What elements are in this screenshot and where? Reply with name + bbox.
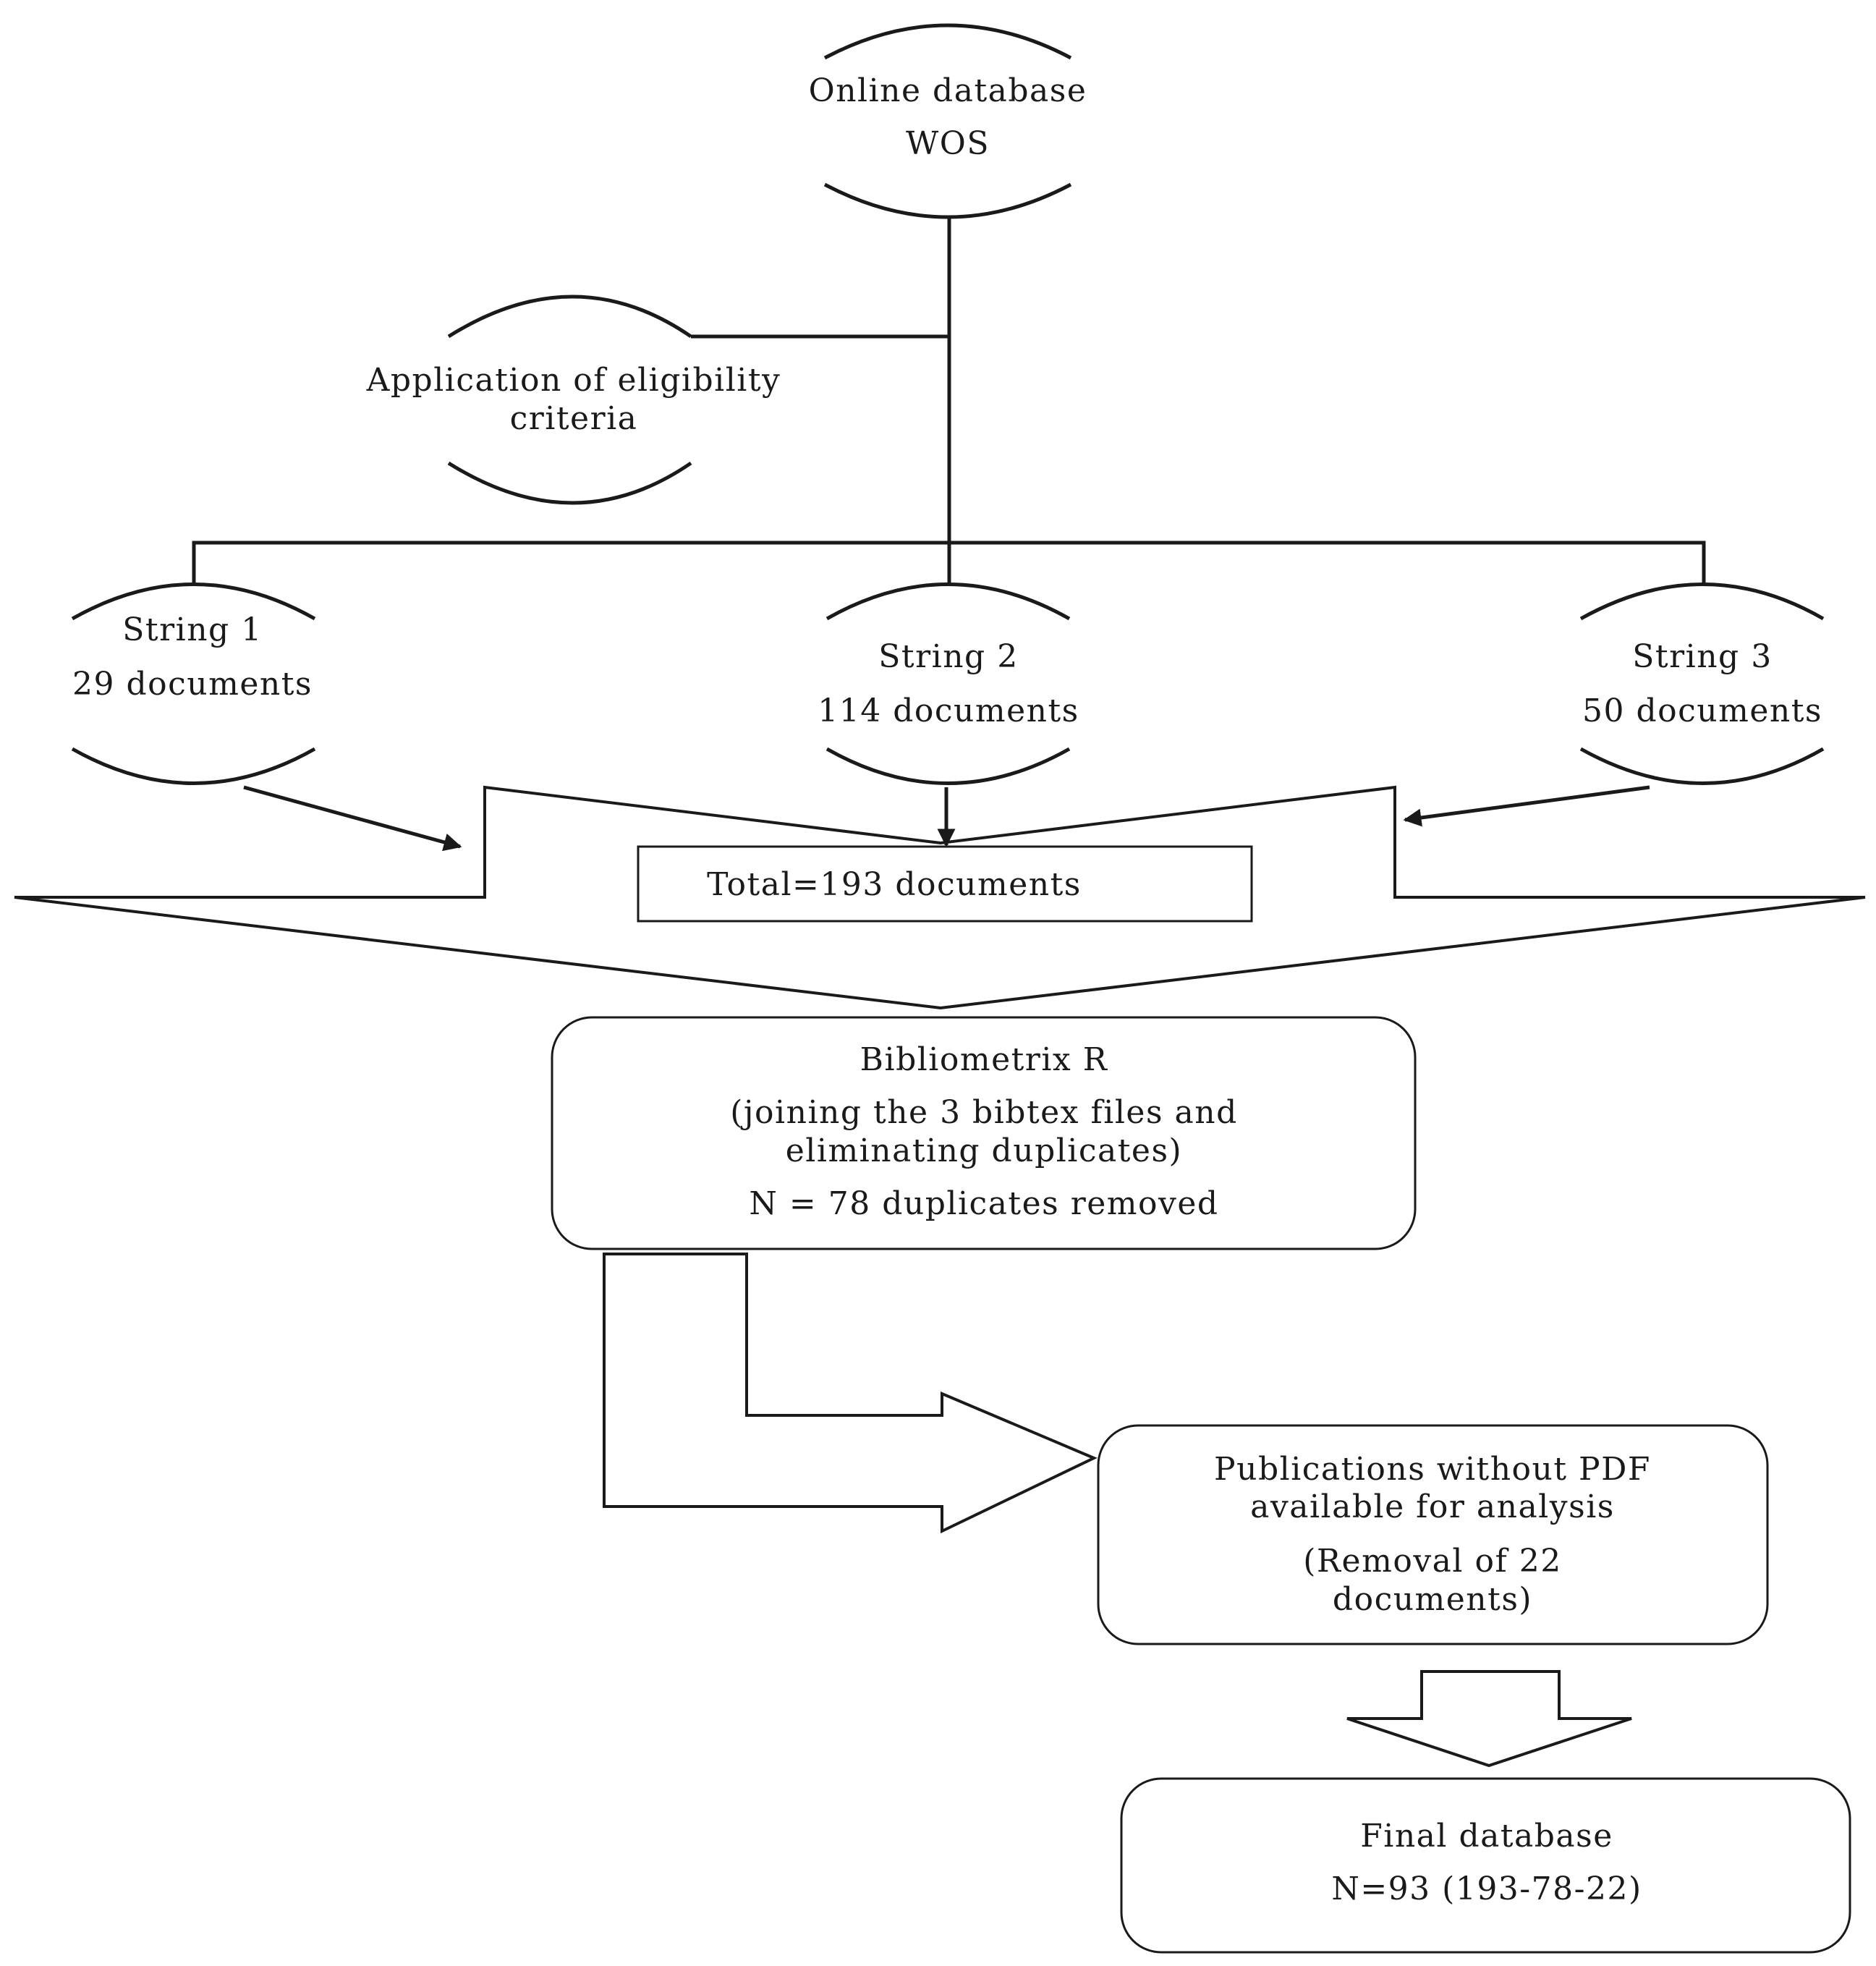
strings-connector — [192, 541, 1706, 586]
bibliometrix-desc-2: eliminating duplicates) — [786, 1132, 1182, 1169]
bibliometrix-box: Bibliometrix R (joining the 3 bibtex fil… — [551, 1016, 1417, 1250]
string1-node: String 1 29 documents — [71, 582, 316, 785]
total-label: Total=193 documents — [707, 866, 1082, 903]
no-pdf-removal-1: (Removal of 22 — [1303, 1543, 1561, 1580]
string3-arrow — [1403, 785, 1650, 827]
string3-node: String 3 50 documents — [1579, 582, 1825, 785]
string1-arrow — [243, 785, 462, 852]
bent-arrow — [603, 1253, 1098, 1534]
string2-title: String 2 — [878, 638, 1018, 675]
string1-count: 29 documents — [72, 666, 313, 703]
database-name: WOS — [906, 125, 990, 162]
string3-title: String 3 — [1632, 638, 1772, 675]
no-pdf-removal-2: documents) — [1333, 1581, 1532, 1618]
string1-title: String 1 — [122, 611, 262, 648]
database-label: Online database — [809, 72, 1087, 109]
no-pdf-title-1: Publications without PDF — [1214, 1451, 1651, 1488]
bibliometrix-title: Bibliometrix R — [860, 1041, 1108, 1078]
eligibility-label: Application of eligibility — [366, 362, 781, 399]
database-node: Online database WOS — [809, 23, 1087, 219]
string2-count: 114 documents — [818, 692, 1079, 729]
final-box: Final database N=93 (193-78-22) — [1120, 1777, 1851, 1954]
string2-node: String 2 114 documents — [818, 582, 1079, 785]
bibliometrix-desc-1: (joining the 3 bibtex files and — [730, 1094, 1238, 1131]
down-arrow — [1346, 1670, 1632, 1768]
string3-count: 50 documents — [1582, 692, 1822, 729]
no-pdf-title-2: available for analysis — [1250, 1488, 1615, 1525]
final-title: Final database — [1360, 1818, 1613, 1855]
eligibility-node: Application of eligibility criteria — [366, 295, 781, 505]
total-box: Total=193 documents — [637, 845, 1253, 923]
bibliometrix-removed: N = 78 duplicates removed — [749, 1185, 1218, 1222]
no-pdf-box: Publications without PDF available for a… — [1097, 1424, 1769, 1645]
eligibility-label-2: criteria — [510, 400, 638, 437]
final-count: N=93 (193-78-22) — [1331, 1870, 1642, 1907]
